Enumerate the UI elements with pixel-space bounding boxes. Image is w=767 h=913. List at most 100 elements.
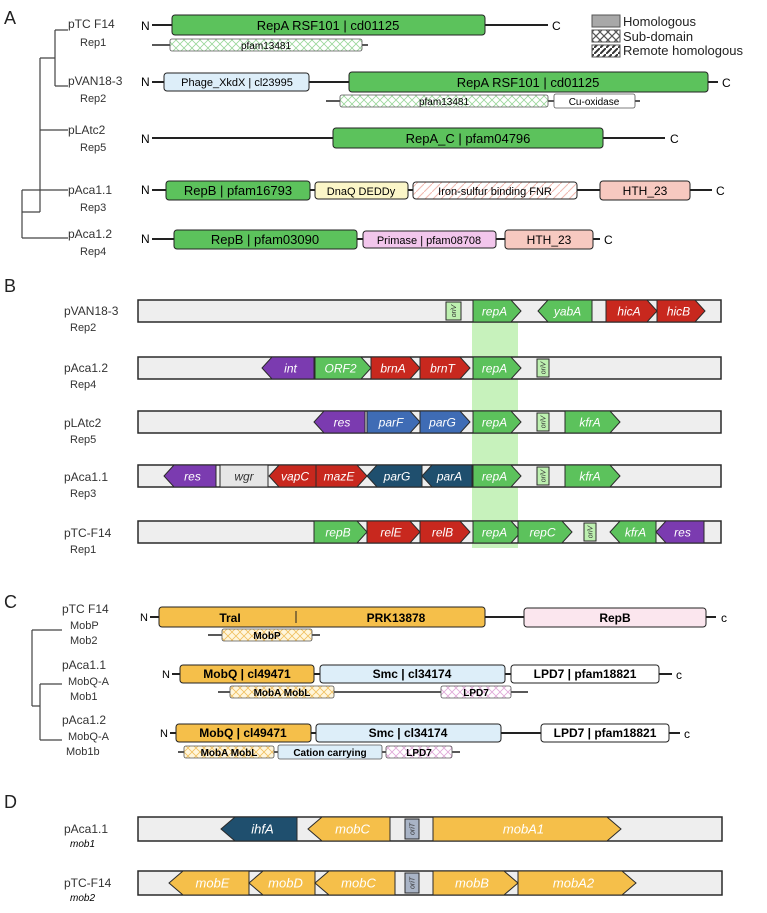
gene-arrow-mobe bbox=[168, 870, 250, 896]
gene-arrow-orit bbox=[404, 818, 420, 840]
a-subdomain-label: pfam13481 bbox=[241, 41, 291, 52]
c-n-terminus: N bbox=[160, 728, 168, 740]
c-mob-label: MobQ-A bbox=[68, 676, 110, 688]
gene-label-brnt: brnT bbox=[430, 361, 456, 375]
legend-subdomain-label: Sub-domain bbox=[623, 29, 693, 44]
d-plasmid-label: pAca1.1 bbox=[64, 822, 108, 836]
a-domain-box bbox=[171, 14, 486, 36]
legend-homologous-label: Homologous bbox=[623, 14, 696, 29]
gene-label-repa: repA bbox=[482, 525, 507, 539]
c-domain-box bbox=[540, 723, 670, 743]
b-rep-label: Rep1 bbox=[70, 544, 96, 556]
a-domain-label: RepB | pfam16793 bbox=[184, 183, 292, 198]
gene-arrow-kfra bbox=[609, 520, 657, 544]
a-domain-label: RepA RSF101 | cd01125 bbox=[257, 18, 400, 33]
gene-label-para: parA bbox=[436, 469, 462, 483]
gene-arrow-repa bbox=[472, 410, 522, 434]
a-n-terminus: N bbox=[141, 183, 150, 197]
gene-arrow-parg bbox=[419, 410, 471, 434]
d-plasmid-label: pTC-F14 bbox=[64, 876, 112, 890]
c-n-terminus: N bbox=[162, 669, 170, 681]
gene-label-ihfa: ihfA bbox=[251, 822, 273, 837]
gene-arrow-repa bbox=[472, 464, 522, 488]
gene-label-parg: parG bbox=[383, 469, 411, 483]
gene-label-mobd: mobD bbox=[268, 876, 303, 891]
c-n-terminus: N bbox=[140, 612, 148, 624]
c-subdomain-label: MobA MobL bbox=[254, 688, 311, 699]
a-domain-label: Iron-sulfur binding FNR bbox=[438, 186, 552, 198]
a-domain-box bbox=[362, 230, 497, 249]
c-subdomain-box bbox=[183, 745, 275, 759]
gene-label-repb: repB bbox=[325, 525, 350, 539]
legend-homologous-swatch bbox=[591, 14, 621, 28]
b-plasmid-label: pLAtc2 bbox=[64, 416, 102, 430]
gene-label-repa: repA bbox=[482, 415, 507, 429]
a-domain-box bbox=[348, 71, 709, 93]
repA-highlight bbox=[472, 322, 518, 548]
b-rep-label: Rep5 bbox=[70, 434, 96, 446]
gene-arrow-oriv bbox=[445, 301, 462, 321]
c-domain-label: Smc | cl34174 bbox=[373, 667, 452, 681]
gene-arrow-mobc bbox=[314, 870, 396, 896]
c-group-label: Mob2 bbox=[70, 635, 98, 647]
c-mob-label: MobP bbox=[70, 620, 99, 632]
c-subdomain-label: MobA MobL bbox=[201, 748, 258, 759]
c-subdomain-label: LPD7 bbox=[406, 748, 432, 759]
gene-label-repa: repA bbox=[482, 469, 507, 483]
c-domain-label: LPD7 | pfam18821 bbox=[554, 726, 657, 740]
gene-arrow-ihfa bbox=[220, 816, 298, 842]
gene-arrow-yaba bbox=[537, 299, 593, 323]
gene-arrow-kfra bbox=[564, 464, 621, 488]
gene-label-mobe: mobE bbox=[196, 876, 230, 891]
a-domain-label: RepA_C | pfam04796 bbox=[406, 131, 531, 146]
gene-arrow-vapc bbox=[268, 464, 317, 488]
tree-c bbox=[31, 629, 62, 741]
c-plasmid-label: pAca1.1 bbox=[62, 658, 106, 672]
gene-arrow-wgr bbox=[219, 464, 269, 488]
b-plasmid-label: pVAN18-3 bbox=[64, 304, 119, 318]
a-subdomain-box bbox=[553, 93, 636, 109]
a-c-terminus: C bbox=[670, 132, 679, 146]
b-rep-label: Rep4 bbox=[70, 379, 96, 391]
a-n-terminus: N bbox=[141, 132, 150, 146]
gene-arrow-kfra bbox=[564, 410, 621, 434]
legend-subdomain-swatch bbox=[591, 29, 621, 43]
a-plasmid-label: pTC F14 bbox=[68, 17, 115, 31]
a-plasmid-label: pAca1.1 bbox=[68, 183, 112, 197]
c-domain-label: Smc | cl34174 bbox=[369, 726, 448, 740]
gene-label-oriv: oriV bbox=[541, 360, 548, 374]
a-domain-box bbox=[173, 229, 358, 250]
a-plasmid-label: pAca1.2 bbox=[68, 227, 112, 241]
a-n-terminus: N bbox=[141, 19, 150, 33]
c-group-label: Mob1b bbox=[66, 746, 100, 758]
gene-arrow-repa bbox=[472, 356, 522, 380]
tree-a bbox=[21, 29, 68, 239]
b-rep-label: Rep3 bbox=[70, 488, 96, 500]
a-subdomain-label: Cu-oxidase bbox=[569, 97, 620, 108]
gene-label-kfra: kfrA bbox=[625, 525, 646, 539]
panel-letter-c: C bbox=[4, 592, 17, 612]
gene-label-orit: oriT bbox=[410, 876, 417, 889]
b-plasmid-label: pAca1.2 bbox=[64, 361, 108, 375]
a-subdomain-box bbox=[339, 94, 549, 108]
gene-label-oriv: oriV bbox=[541, 468, 548, 482]
gene-arrow-oriv bbox=[536, 412, 550, 432]
gene-label-wgr: wgr bbox=[234, 469, 254, 483]
gene-label-moba1: mobA1 bbox=[503, 822, 544, 837]
a-domain-box bbox=[163, 72, 310, 92]
a-c-terminus: C bbox=[604, 233, 613, 247]
gene-arrow-orit bbox=[404, 872, 420, 894]
a-subdomain-label: pfam13481 bbox=[419, 97, 469, 108]
a-rep-label: Rep4 bbox=[80, 246, 106, 258]
c-c-terminus: c bbox=[684, 727, 690, 741]
a-domain-box bbox=[599, 180, 691, 201]
a-domain-label: RepB | pfam03090 bbox=[211, 232, 319, 247]
gene-label-brna: brnA bbox=[380, 361, 405, 375]
